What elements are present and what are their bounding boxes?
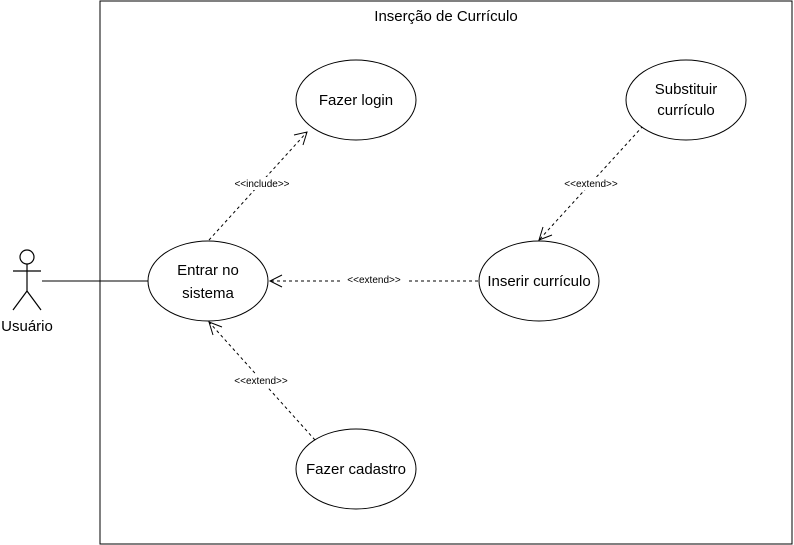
use-case-fazer-cadastro-label: Fazer cadastro (306, 461, 406, 478)
extend-label-inserir: <<extend>> (347, 275, 401, 286)
use-case-entrar-line1: Entrar no (177, 262, 239, 279)
system-title: Inserção de Currículo (374, 8, 517, 25)
extend-label-substituir: <<extend>> (564, 179, 618, 190)
extend-line-substituir (538, 125, 644, 241)
extend-arrowhead-inserir (268, 274, 283, 288)
use-case-entrar-no-sistema[interactable]: Entrar no sistema (147, 240, 269, 322)
include-arrowhead (293, 131, 308, 146)
use-case-inserir-label: Inserir currículo (487, 273, 590, 290)
use-case-fazer-login-label: Fazer login (319, 92, 393, 109)
use-case-fazer-login[interactable]: Fazer login (295, 59, 417, 141)
extend-label-bg-inserir (342, 273, 406, 286)
system-boundary (99, 0, 793, 545)
extend-label-bg-substituir (558, 177, 624, 190)
use-case-inserir-curriculo[interactable]: Inserir currículo (478, 240, 600, 322)
use-case-substituir-line1: Substituir (655, 81, 718, 98)
use-case-substituir-line2: currículo (657, 102, 715, 119)
use-case-fazer-cadastro[interactable]: Fazer cadastro (295, 428, 417, 510)
include-label: <<include>> (234, 179, 289, 190)
include-label-bg (228, 177, 296, 190)
use-case-entrar-line2: sistema (182, 285, 234, 302)
actor-icon[interactable] (12, 249, 42, 311)
extend-arrowhead-substituir (538, 226, 553, 241)
extend-label-bg-cadastro (228, 374, 294, 387)
use-case-substituir-curriculo[interactable]: Substituir currículo (625, 59, 747, 141)
extend-label-cadastro: <<extend>> (234, 376, 288, 387)
actor-label: Usuário (1, 318, 53, 335)
extend-arrowhead-cadastro (208, 321, 223, 336)
